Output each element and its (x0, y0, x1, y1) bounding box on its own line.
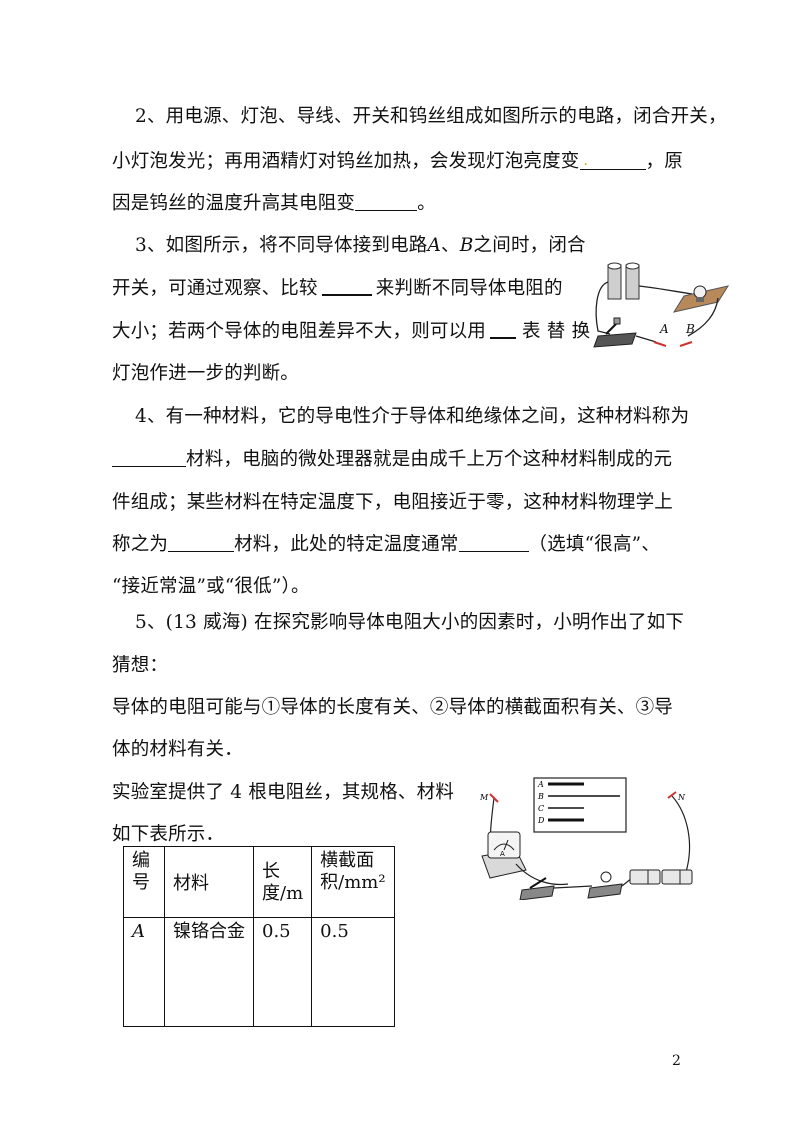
row-material: 镍铬合金 (164, 917, 254, 1027)
q5-line-4: 体的材料有关． (112, 739, 243, 760)
terminal-n-label: N (677, 793, 686, 802)
battery-icon (629, 869, 693, 885)
battery-icon (607, 262, 640, 300)
wire-b-label: B (537, 792, 544, 801)
q2-line-3: 因是钨丝的温度升高其电阻变。 (112, 192, 436, 214)
q4-blank-superconductor[interactable] (168, 533, 235, 552)
q2-blank-resistance[interactable] (355, 192, 418, 211)
wire-c-label: C (538, 804, 544, 813)
svg-text:A: A (500, 850, 505, 858)
row-length: 0.5 (252, 917, 313, 1027)
q2-blank-brightness[interactable]: . (579, 151, 646, 170)
q3-blank-meter[interactable] (490, 319, 517, 339)
q4-line-3: 件组成；某些材料在特定温度下，电阻接近于零，这种材料物理学上 (112, 492, 674, 513)
q2-line-2: 小灯泡发光；再用酒精灯对钨丝加热，会发现灯泡亮度变.，原 (112, 151, 683, 172)
table-header-row: 编号 材料 长度/m 横截面积/mm² (123, 846, 395, 918)
q4-blank-temperature[interactable] (458, 533, 529, 552)
bulb-icon (587, 871, 623, 899)
q3-line-3: 大小；若两个导体的电阻差异不大，则可以用表 替 换 (112, 319, 591, 342)
q4-line-4: 称之为材料，此处的特定温度通常（选填“很高”、 (112, 533, 661, 555)
wire-d-label: D (537, 816, 545, 825)
terminal-a-label: A (659, 322, 669, 336)
q5-line-2: 猜想： (112, 655, 169, 676)
q3-circuit-figure: A B (593, 262, 730, 348)
q4-line-5: “接近常温”或“很低”）。 (112, 576, 310, 597)
q5-line-6: 如下表所示． (112, 824, 225, 845)
alligator-clip-icon (653, 341, 693, 347)
q2-line-1: 2、用电源、灯泡、导线、开关和钨丝组成如图所示的电路，闭合开关， (135, 106, 727, 127)
q5-line-5: 实验室提供了 4 根电阻丝，其规格、材料 (112, 782, 455, 803)
q4-blank-semiconductor[interactable] (112, 448, 186, 467)
resistance-wire-table: 编号 材料 长度/m 横截面积/mm² A 镍铬合金 0.5 0.5 (123, 846, 395, 1027)
terminal-m-label: M (479, 793, 489, 802)
header-length: 长度/m (252, 846, 313, 918)
q3-line-1: 3、如图所示，将不同导体接到电路A、B之间时，闭合 (135, 235, 586, 256)
resistance-wire-board: A B C D (533, 777, 627, 833)
terminal-b-label: B (685, 322, 695, 336)
header-material: 材料 (164, 846, 254, 918)
ammeter-icon: A (481, 831, 527, 879)
q3-line-2: 开关，可通过观察、比较来判断不同导体电阻的 (112, 276, 563, 299)
row-id: A (123, 917, 165, 1027)
q5-line-3: 导体的电阻可能与①导体的长度有关、②导体的横截面积有关、③导 (112, 697, 674, 718)
q5-line-1: 5、(13 威海) 在探究影响导体电阻大小的因素时，小明作出了如下 (135, 612, 685, 633)
q3-blank-observe[interactable] (321, 276, 372, 296)
q4-line-1: 4、有一种材料，它的导电性介于导体和绝缘体之间，这种材料称为 (135, 406, 690, 427)
header-area: 横截面积/mm² (311, 846, 395, 918)
q3-line-4: 灯泡作进一步的判断。 (112, 363, 300, 384)
q4-line-2: 材料，电脑的微处理器就是由成千上万个这种材料制成的元 (112, 447, 672, 473)
row-area: 0.5 (311, 917, 395, 1027)
switch-icon (593, 317, 637, 348)
q5-experiment-figure: A B C D M N A (479, 777, 693, 900)
table-row: A 镍铬合金 0.5 0.5 (123, 917, 395, 1027)
switch-icon (519, 877, 555, 900)
header-id: 编号 (123, 846, 165, 918)
bulb-icon (693, 285, 707, 302)
wire-a-label: A (537, 780, 544, 789)
page-number: 2 (672, 1053, 681, 1069)
